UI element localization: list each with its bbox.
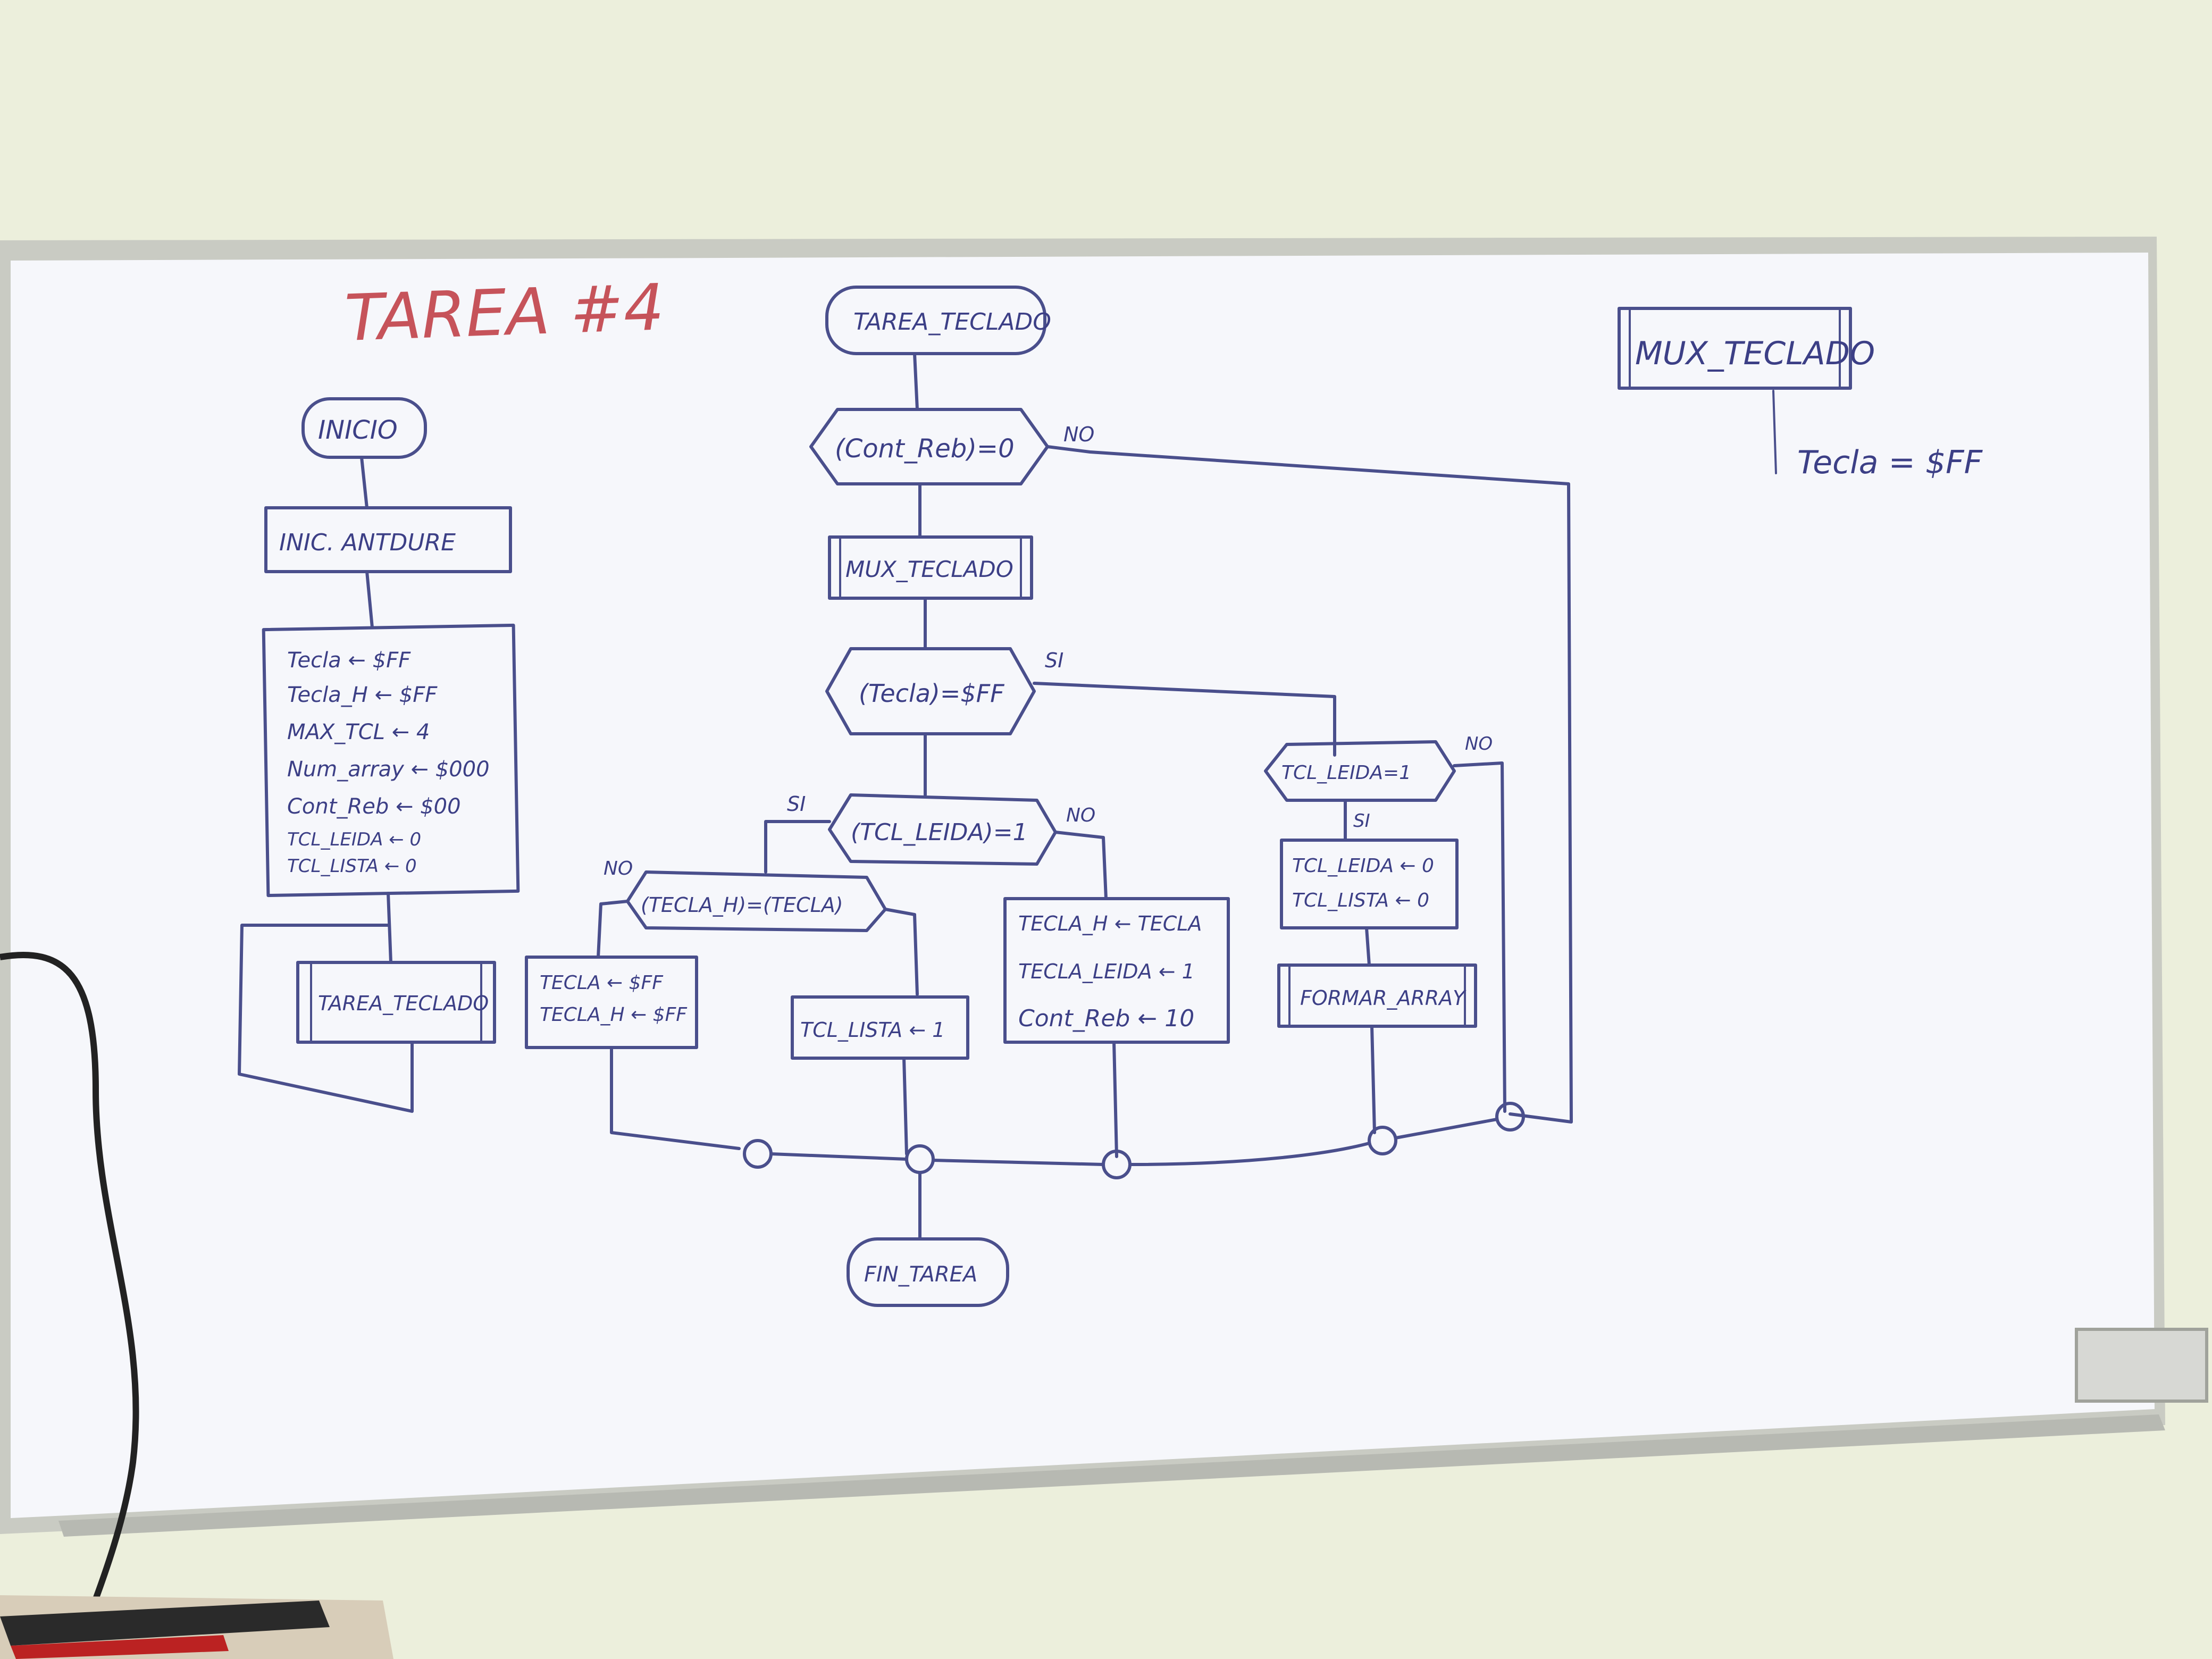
init-antdure-box bbox=[264, 506, 512, 573]
decision-tcl-leida-right bbox=[1264, 740, 1456, 802]
init-assignments-box bbox=[262, 623, 520, 898]
box-set-line: TECLA_H ← TECLA bbox=[1018, 912, 1202, 935]
label-no: NO bbox=[1066, 805, 1095, 826]
box-set-tecla-h bbox=[1003, 897, 1230, 1044]
init-line: TCL_LISTA ← 0 bbox=[287, 856, 417, 877]
decision-tcl-leida-right-label: TCL_LEIDA=1 bbox=[1281, 762, 1411, 784]
inicio-terminal bbox=[301, 397, 427, 459]
box-set-line: TECLA_LEIDA ← 1 bbox=[1018, 960, 1195, 983]
label-si: SI bbox=[787, 792, 806, 816]
tarea-teclado-label: TAREA_TECLADO bbox=[853, 308, 1051, 336]
inicio-label: INICIO bbox=[318, 415, 398, 445]
init-line: MAX_TCL ← 4 bbox=[287, 720, 430, 744]
decision-tecla-h-label: (TECLA_H)=(TECLA) bbox=[641, 893, 843, 917]
tarea-teclado-subroutine bbox=[296, 961, 496, 1044]
label-no: NO bbox=[1063, 423, 1094, 446]
init-assignments: Tecla ← $FF Tecla_H ← $FF MAX_TCL ← 4 Nu… bbox=[287, 648, 490, 877]
phone bbox=[0, 1601, 330, 1646]
init-line: TCL_LEIDA ← 0 bbox=[287, 829, 421, 850]
init-line: Num_array ← $000 bbox=[287, 757, 490, 782]
whiteboard-surface bbox=[11, 253, 2155, 1518]
box-reset-line: TECLA ← $FF bbox=[540, 972, 664, 994]
label-si: SI bbox=[1045, 649, 1063, 672]
init-line: Tecla_H ← $FF bbox=[287, 683, 438, 707]
box-clear-line: TCL_LISTA ← 0 bbox=[1292, 890, 1429, 911]
box-tcl-lista bbox=[791, 995, 969, 1060]
formar-array-call bbox=[1277, 963, 1477, 1028]
fin-terminal bbox=[847, 1237, 1009, 1307]
tecla-note: Tecla = $FF bbox=[1797, 444, 1983, 481]
mux-teclado-title-box bbox=[1618, 307, 1852, 390]
mux-teclado-call-label: MUX_TECLADO bbox=[845, 556, 1013, 582]
decision-tecla-ff bbox=[825, 647, 1036, 735]
fin-label: FIN_TAREA bbox=[864, 1262, 977, 1287]
tarea-teclado-terminal bbox=[825, 286, 1046, 355]
connector bbox=[1368, 1126, 1397, 1155]
decision-tecla-ff-label: (Tecla)=$FF bbox=[859, 679, 1004, 708]
mux-teclado-call bbox=[828, 535, 1033, 600]
box-clear-line: TCL_LEIDA ← 0 bbox=[1292, 855, 1434, 877]
box-clear-tcl bbox=[1280, 839, 1459, 929]
whiteboard-label-plate bbox=[2075, 1328, 2208, 1403]
tarea-teclado-sub-label: TAREA_TECLADO bbox=[318, 992, 489, 1015]
formar-array-label: FORMAR_ARRAY bbox=[1300, 986, 1467, 1010]
board-title: TAREA #4 bbox=[343, 271, 665, 356]
box-reset-line: TECLA_H ← $FF bbox=[540, 1004, 688, 1026]
box-tcl-lista-label: TCL_LISTA ← 1 bbox=[800, 1018, 945, 1042]
cable bbox=[0, 952, 139, 1659]
label-no: NO bbox=[1465, 733, 1493, 755]
init-line: Cont_Reb ← $00 bbox=[287, 794, 461, 819]
label-no: NO bbox=[604, 858, 633, 879]
box-set-line: Cont_Reb ← 10 bbox=[1018, 1005, 1194, 1032]
label-si: SI bbox=[1353, 810, 1370, 832]
init-antdure-label: INIC. ANTDURE bbox=[279, 529, 456, 556]
init-line: Tecla ← $FF bbox=[287, 648, 411, 673]
connector bbox=[1495, 1102, 1525, 1132]
decision-tcl-leida-label: (TCL_LEIDA)=1 bbox=[851, 819, 1028, 846]
mux-teclado-title: MUX_TECLADO bbox=[1635, 335, 1875, 372]
decision-cont-reb-label: (Cont_Reb)=0 bbox=[835, 434, 1015, 464]
